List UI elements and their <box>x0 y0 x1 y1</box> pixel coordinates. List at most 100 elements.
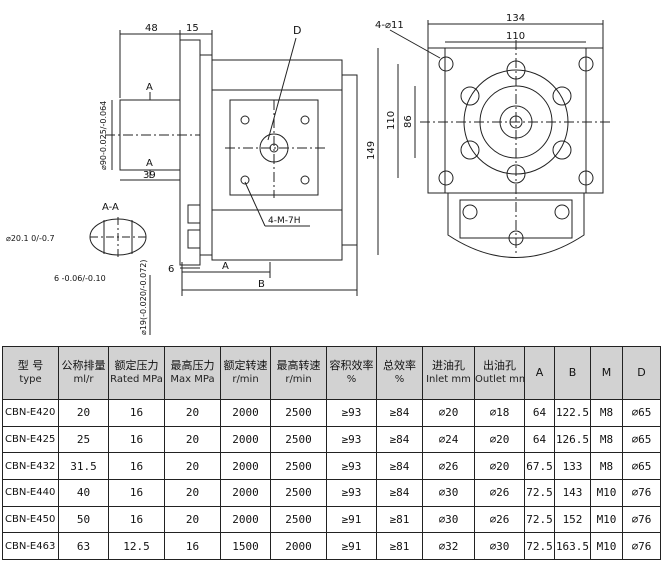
cell: 2500 <box>270 505 327 534</box>
dim-86: 86 <box>403 115 414 128</box>
cell: ≥93 <box>326 478 377 507</box>
cell: ≥84 <box>376 452 423 480</box>
cell: CBN-E420 <box>2 399 59 427</box>
cell: ⌀26 <box>474 505 525 534</box>
cell: ⌀18 <box>474 399 525 427</box>
dim-134: 134 <box>506 13 525 24</box>
cell: ≥91 <box>326 505 377 534</box>
dim-15: 15 <box>186 23 199 34</box>
cell: 133 <box>554 452 591 480</box>
cell: M8 <box>590 399 623 427</box>
cell: ⌀20 <box>474 425 525 454</box>
cell: ≥81 <box>376 505 423 534</box>
cell: ⌀76 <box>622 505 661 534</box>
cell: 20 <box>58 399 109 427</box>
cell: 163.5 <box>554 532 591 560</box>
cell: 16 <box>164 532 221 560</box>
dim-149: 149 <box>366 141 377 160</box>
cell: ⌀30 <box>422 478 475 507</box>
dim-39: 39 <box>143 170 156 181</box>
cell: 20 <box>164 425 221 454</box>
cell: ≥93 <box>326 399 377 427</box>
cell: CBN-E432 <box>2 452 59 480</box>
cell: M8 <box>590 425 623 454</box>
cell: 67.5 <box>524 452 555 480</box>
section-label: A-A <box>102 202 119 213</box>
cell: 16 <box>108 452 165 480</box>
cell: 2500 <box>270 399 327 427</box>
cell: ⌀65 <box>622 425 661 454</box>
cell: 20 <box>164 478 221 507</box>
technical-drawing: 48 15 D A A ⌀90-0.025/-0.064 39 A-A ⌀20.… <box>6 13 612 335</box>
cell: CBN-E450 <box>2 505 59 534</box>
hole-label: 4-⌀11 <box>375 20 404 31</box>
shaft-diameter: ⌀90-0.025/-0.064 <box>99 101 108 170</box>
cell: 72.5 <box>524 478 555 507</box>
cell: 63 <box>58 532 109 560</box>
cell: 126.5 <box>554 425 591 454</box>
cell: 20 <box>164 452 221 480</box>
cell: M10 <box>590 532 623 560</box>
thread-label: 4-M-7H <box>268 216 300 226</box>
bore-diameter: ⌀19(-0.020/-0.072) <box>139 259 148 335</box>
label-A-bottom: A <box>146 158 153 169</box>
cell: ⌀30 <box>422 505 475 534</box>
dim-B: B <box>258 279 265 290</box>
cell: 12.5 <box>108 532 165 560</box>
cell: 2500 <box>270 478 327 507</box>
cell: ⌀26 <box>474 478 525 507</box>
cell: CBN-E440 <box>2 478 59 507</box>
cell: 2500 <box>270 425 327 454</box>
header-volumetric-efficiency: 容积效率% <box>326 346 377 400</box>
cell: ⌀20 <box>474 452 525 480</box>
header-M: M <box>590 346 623 400</box>
cell: ≥84 <box>376 478 423 507</box>
cell: ≥84 <box>376 399 423 427</box>
cell: M10 <box>590 478 623 507</box>
dim-110-top: 110 <box>506 31 525 42</box>
cell: 72.5 <box>524 505 555 534</box>
key-dim: 6 -0.06/-0.10 <box>54 274 106 283</box>
cell: 1500 <box>220 532 271 560</box>
cell: 2000 <box>220 478 271 507</box>
cell: 2000 <box>220 425 271 454</box>
cell: ⌀24 <box>422 425 475 454</box>
cell: ⌀76 <box>622 478 661 507</box>
cell: 20 <box>164 399 221 427</box>
header-B: B <box>554 346 591 400</box>
spline-diameter: ⌀20.1 0/-0.7 <box>6 234 55 243</box>
cell: 16 <box>108 399 165 427</box>
header-D: D <box>622 346 661 400</box>
dim-6: 6 <box>168 264 174 275</box>
dim-A: A <box>222 261 229 272</box>
cell: ⌀76 <box>622 532 661 560</box>
cell: 64 <box>524 425 555 454</box>
dim-48: 48 <box>145 23 158 34</box>
cell: M10 <box>590 505 623 534</box>
cell: 2000 <box>270 532 327 560</box>
cell: ≥91 <box>326 532 377 560</box>
cell: ⌀65 <box>622 452 661 480</box>
cell: ≥93 <box>326 452 377 480</box>
cell: 31.5 <box>58 452 109 480</box>
cell: 25 <box>58 425 109 454</box>
cell: 72.5 <box>524 532 555 560</box>
cell: CBN-E425 <box>2 425 59 454</box>
cell: M8 <box>590 452 623 480</box>
cell: 16 <box>108 478 165 507</box>
cell: ≥81 <box>376 532 423 560</box>
cell: 40 <box>58 478 109 507</box>
cell: 2000 <box>220 399 271 427</box>
